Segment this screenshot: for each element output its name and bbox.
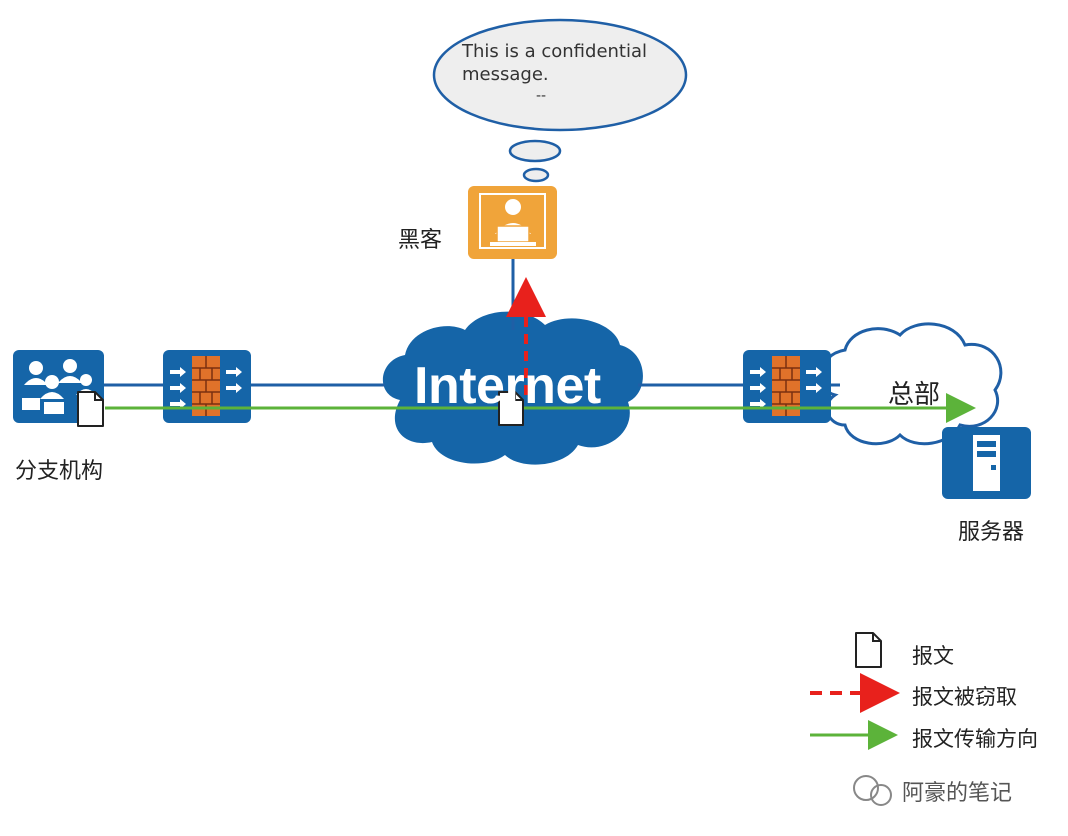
document-icon [498,391,524,426]
internet-label: Internet [414,357,601,415]
hacker-label: 黑客 [398,228,443,253]
wechat-logo-icon [853,775,892,806]
branch-label: 分支机构 [15,459,104,484]
server-label: 服务器 [958,520,1025,545]
server-icon [942,427,1031,499]
legend-document-icon [855,632,882,668]
internet-cloud [382,311,643,465]
legend-direction-label: 报文传输方向 [912,727,1038,751]
firewall-icon [163,350,251,423]
document-icon [77,391,104,427]
watermark-text: 阿豪的笔记 [902,781,1013,806]
thought-bubble-ellipsis: -- [536,88,547,104]
headquarters-label: 总部 [888,380,941,410]
legend-message-label: 报文 [912,644,954,668]
thought-bubble [432,18,688,183]
firewall-icon [743,350,831,423]
hacker-laptop-icon [468,186,557,259]
legend-intercepted-label: 报文被窃取 [912,685,1017,709]
thought-bubble-text: This is a confidential message. [462,41,648,85]
network-links [103,258,840,387]
